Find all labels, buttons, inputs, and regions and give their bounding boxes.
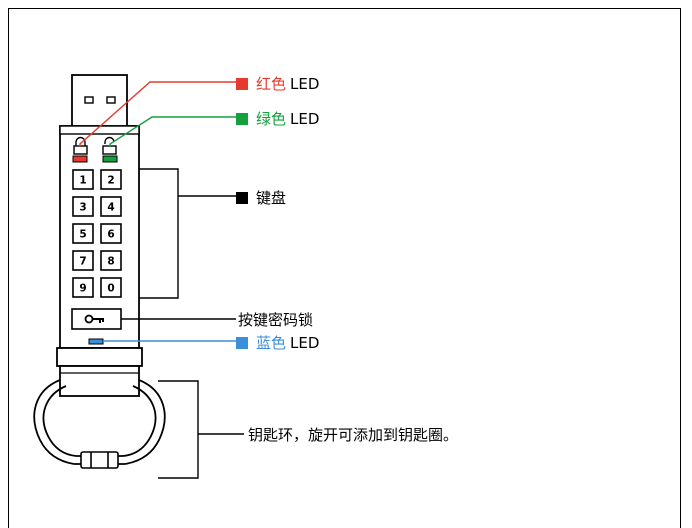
green-square-marker [236,112,248,125]
key-2: 2 [100,169,122,190]
key-3: 3 [72,196,94,217]
blue-led [88,338,104,345]
drive-collar-upper [56,347,143,367]
green-led [102,155,118,163]
key-5: 5 [72,223,94,244]
callout-red-led: 红色 LED [236,73,319,94]
usb-connector-hole-left [84,96,94,104]
svg-text:9: 9 [79,283,86,295]
svg-text:4: 4 [107,202,114,214]
key-4: 4 [100,196,122,217]
callout-blue-led: 蓝色 LED [236,332,319,353]
key-7: 7 [72,250,94,271]
green-led-label-cn: 绿色 [256,110,287,128]
green-led-leader [109,116,236,147]
svg-text:6: 6 [107,229,114,241]
keyring-clasp [80,451,119,469]
blue-square-marker [236,336,248,349]
key-6: 6 [100,223,122,244]
keypad-bracket [139,168,179,299]
callout-keyring: 钥匙环，旋开可添加到钥匙圈。 [248,424,458,445]
key-9: 9 [72,277,94,298]
key-0: 0 [100,277,122,298]
drive-collar-lower [59,365,140,397]
key-1: 1 [72,169,94,190]
svg-text:3: 3 [79,202,86,214]
red-led [72,155,88,163]
svg-text:0: 0 [107,283,114,295]
red-led-leader [79,81,236,147]
keyring-bracket [158,380,199,479]
red-led-label-cn: 红色 [256,75,287,93]
callout-green-led: 绿色 LED [236,108,319,129]
svg-text:2: 2 [107,175,114,187]
svg-text:5: 5 [79,229,86,241]
keypad-label: 键盘 [256,189,287,207]
svg-text:1: 1 [79,175,86,187]
red-led-label-en: LED [290,74,320,93]
key-lock-label: 按键密码锁 [238,311,314,329]
usb-connector [71,74,128,128]
keyring-label: 钥匙环，旋开可添加到钥匙圈。 [248,426,459,444]
key-lock-button [71,308,122,330]
blue-led-label-en: LED [290,333,320,352]
svg-text:7: 7 [79,256,86,268]
key-icon [84,314,104,324]
red-square-marker [236,77,248,90]
black-square-marker [236,191,248,204]
green-led-label-en: LED [290,109,320,128]
callout-keypad: 键盘 [236,187,286,208]
blue-led-label-cn: 蓝色 [256,334,287,352]
svg-text:8: 8 [107,256,114,268]
diagram-frame [8,8,681,528]
callout-key-lock-button: 按键密码锁 [238,309,313,330]
key-8: 8 [100,250,122,271]
usb-connector-hole-right [106,96,116,104]
